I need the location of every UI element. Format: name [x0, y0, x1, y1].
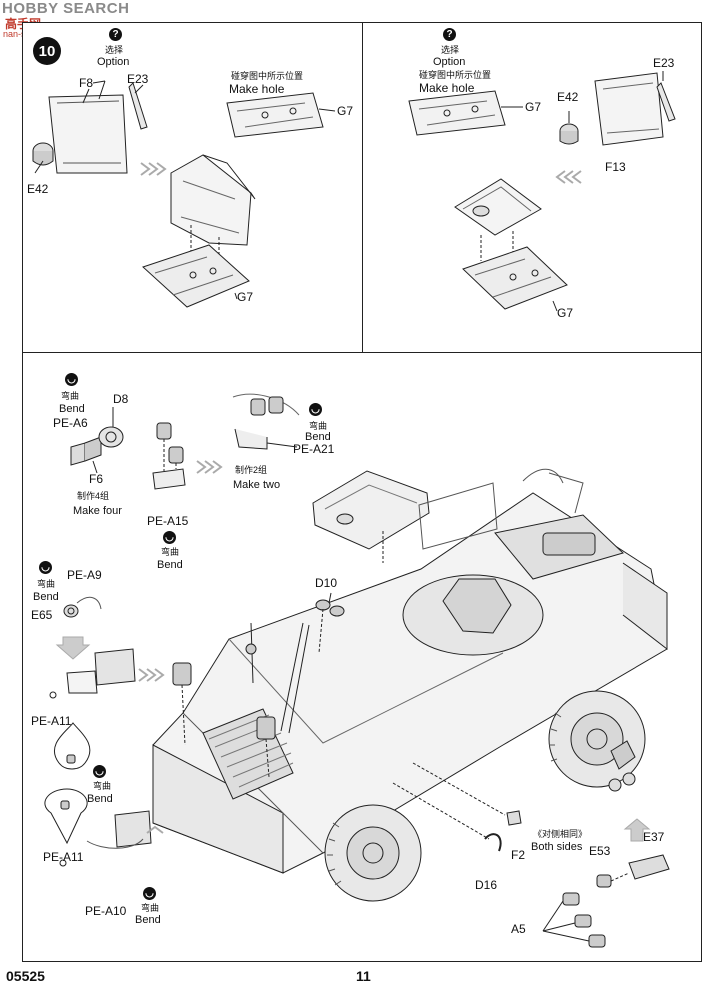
bend-icon-pe-a15: ◡ — [163, 531, 176, 544]
option-label-en-right: Option — [433, 56, 466, 68]
part-label-e23-right: E23 — [653, 56, 675, 70]
step-number: 10 — [33, 37, 61, 65]
bend-icon-pe-a11: ◡ — [93, 765, 106, 778]
part-label-g7b-right: G7 — [557, 306, 574, 320]
part-label-f13: F13 — [605, 160, 626, 174]
option-label-en: Option — [97, 56, 130, 68]
panel-top-right: ? 选择 Option 碰穿图中所示位置 Make hole E23 E42 F… — [362, 22, 702, 354]
part-label-e53: E53 — [589, 844, 611, 858]
make-two-label-en: Make two — [233, 479, 281, 491]
part-label-e65: E65 — [31, 608, 53, 622]
panel-main-drawing — [44, 393, 670, 948]
option-label-zh: 选择 — [105, 45, 124, 55]
part-label-pe-a11-lower: PE-A11 — [43, 850, 84, 864]
panel-top-left: 10 ? 选择 Option 碰穿图中所示位置 Make hole F8 E23… — [22, 22, 364, 354]
option-question-icon: ? — [109, 28, 122, 41]
both-sides-label-zh: 《对侧相同》 — [533, 829, 588, 839]
part-label-e42: E42 — [27, 182, 49, 196]
watermark-brand: HOBBY SEARCH — [2, 0, 130, 17]
part-label-f8: F8 — [79, 76, 94, 90]
part-label-pe-a10: PE-A10 — [85, 904, 127, 918]
part-label-g7a-right: G7 — [525, 100, 542, 114]
part-label-pe-a11-upper: PE-A11 — [31, 714, 72, 728]
make-four-label-en: Make four — [73, 505, 122, 517]
footer-page-number: 11 — [356, 968, 371, 984]
bend-label-zh-1: 弯曲 — [61, 391, 80, 401]
bend-label-en-2: Bend — [157, 559, 183, 571]
panel-tr-drawing — [408, 71, 676, 312]
part-label-g7b: G7 — [237, 290, 254, 304]
part-label-d16: D16 — [475, 878, 498, 892]
part-label-pe-a6: PE-A6 — [53, 416, 88, 430]
part-label-e42-right: E42 — [557, 90, 579, 104]
panel-main: ◡ 弯曲 Bend PE-A6 D8 F6 制作4组 Make four PE-… — [22, 352, 702, 962]
make-hole-label-zh: 碰穿图中所示位置 — [231, 71, 304, 81]
footer-product-code: 05525 — [6, 968, 45, 984]
part-label-a5: A5 — [511, 922, 526, 936]
bend-label-en-4: Bend — [33, 591, 59, 603]
bend-icon-pe-a10: ◡ — [143, 887, 156, 900]
bend-label-zh-2: 弯曲 — [161, 547, 180, 557]
bend-icon-pe-a21: ◡ — [309, 403, 322, 416]
part-label-e37: E37 — [643, 830, 665, 844]
part-label-f6: F6 — [89, 472, 104, 486]
bend-label-en-1: Bend — [59, 403, 85, 415]
make-four-label-zh: 制作4组 — [77, 491, 110, 501]
part-label-pe-a15: PE-A15 — [147, 514, 189, 528]
both-sides-label-en: Both sides — [531, 841, 583, 853]
bend-label-en-6: Bend — [135, 914, 161, 926]
make-two-label-zh: 制作2组 — [235, 465, 268, 475]
panel-tl-drawing — [32, 80, 336, 308]
bend-label-en-3: Bend — [305, 431, 331, 443]
part-label-d10: D10 — [315, 576, 338, 590]
bend-label-zh-3: 弯曲 — [309, 421, 328, 431]
part-label-pe-a9: PE-A9 — [67, 568, 102, 582]
bend-label-zh-5: 弯曲 — [93, 781, 112, 791]
option-question-icon-right: ? — [443, 28, 456, 41]
part-label-d8: D8 — [113, 392, 129, 406]
option-label-zh-right: 选择 — [441, 45, 460, 55]
make-hole-label-en-right: Make hole — [419, 81, 475, 95]
bend-label-zh-6: 弯曲 — [141, 903, 160, 913]
part-label-g7a: G7 — [337, 104, 354, 118]
bend-label-en-5: Bend — [87, 793, 113, 805]
make-hole-label-en: Make hole — [229, 82, 285, 96]
part-label-f2: F2 — [511, 848, 526, 862]
part-label-pe-a21: PE-A21 — [293, 442, 335, 456]
part-label-e23: E23 — [127, 72, 149, 86]
make-hole-label-zh-right: 碰穿图中所示位置 — [419, 70, 492, 80]
bend-label-zh-4: 弯曲 — [37, 579, 56, 589]
bend-icon-pe-a6: ◡ — [65, 373, 78, 386]
bend-icon-pe-a9: ◡ — [39, 561, 52, 574]
